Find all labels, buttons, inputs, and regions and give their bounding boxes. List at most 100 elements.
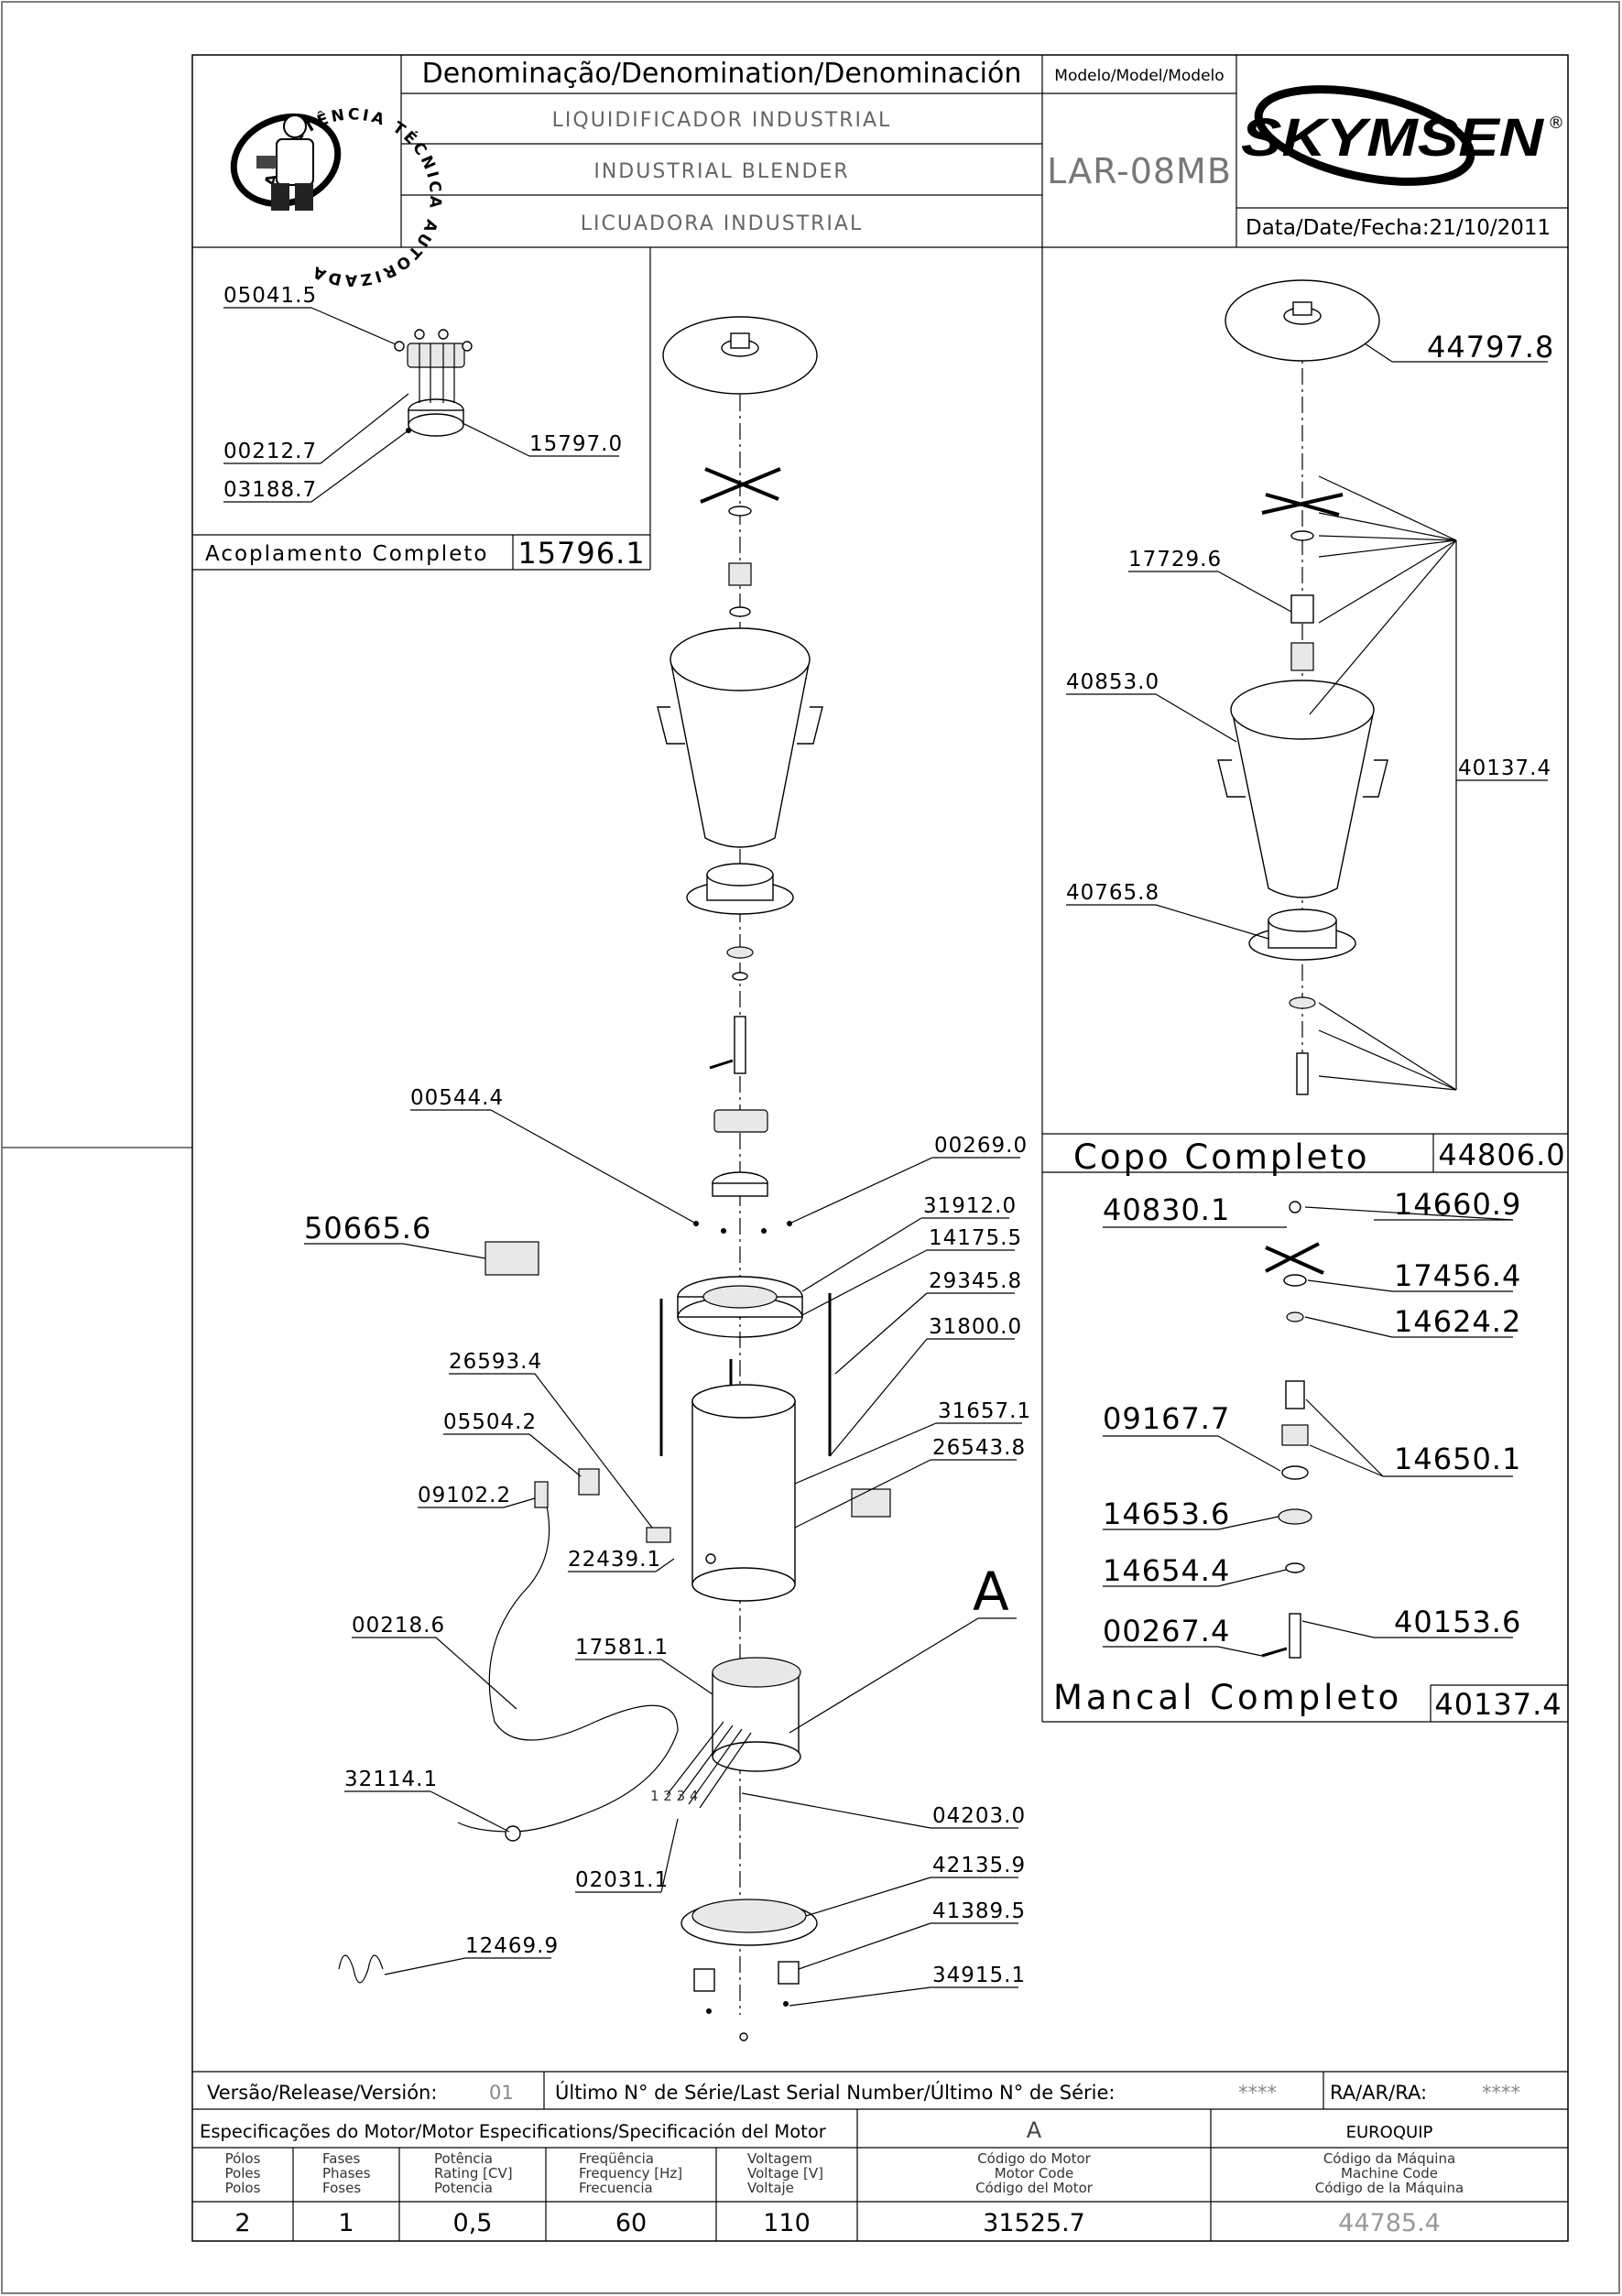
- svg-text:Código del Motor: Código del Motor: [975, 2180, 1094, 2196]
- ra-value: ****: [1482, 2082, 1520, 2104]
- svg-text:Frecuencia: Frecuencia: [579, 2180, 653, 2196]
- part-14653-6: 14653.6: [1103, 1496, 1230, 1531]
- product-name-pt: LIQUIDIFICADOR INDUSTRIAL: [552, 109, 892, 132]
- voltage-value: 110: [763, 2209, 811, 2237]
- part-41389-5: 41389.5: [932, 1899, 1026, 1923]
- serial-label: Último N° de Série/Last Serial Number/Úl…: [555, 2081, 1116, 2104]
- part-14650-1: 14650.1: [1394, 1442, 1521, 1476]
- col-motor-code: Código do Motor Motor Code Código del Mo…: [975, 2150, 1094, 2237]
- main-callouts: 00544.4 00269.0 31912.0 14175.5 50665.6 …: [304, 1086, 1031, 2007]
- coupling-title: Acoplamento Completo: [205, 542, 488, 566]
- svg-text:Motor Code: Motor Code: [995, 2165, 1074, 2182]
- svg-text:Código da Máquina: Código da Máquina: [1323, 2150, 1455, 2167]
- part-14660-9: 14660.9: [1394, 1187, 1521, 1222]
- part-17729-6: 17729.6: [1128, 548, 1222, 571]
- version-label: Versão/Release/Versión:: [207, 2082, 437, 2104]
- svg-text:Potencia: Potencia: [434, 2180, 493, 2196]
- date-value: 21/10/2011: [1430, 216, 1551, 240]
- part-17581-1: 17581.1: [575, 1636, 669, 1659]
- date-field: Data/Date/Fecha:21/10/2011: [1246, 216, 1551, 240]
- svg-text:Frequency [Hz]: Frequency [Hz]: [579, 2165, 682, 2182]
- svg-text:Poles: Poles: [225, 2165, 261, 2182]
- svg-text:Phases: Phases: [322, 2165, 371, 2182]
- cup-code: 44806.0: [1438, 1137, 1565, 1172]
- motor-spec-label: Especificações do Motor/Motor Especifica…: [200, 2121, 827, 2142]
- part-44797-8: 44797.8: [1427, 330, 1554, 365]
- title-block: Denominação/Denomination/Denominación LI…: [192, 55, 1568, 248]
- bearing-code: 40137.4: [1434, 1687, 1562, 1722]
- svg-text:Pólos: Pólos: [225, 2150, 261, 2167]
- part-40137-4-ref: 40137.4: [1458, 756, 1551, 780]
- part-34915-1: 34915.1: [932, 1964, 1026, 1987]
- product-name-es: LICUADORA INDUSTRIAL: [581, 212, 863, 235]
- part-04203-0: 04203.0: [932, 1804, 1026, 1828]
- part-40153-6: 40153.6: [1394, 1605, 1521, 1639]
- part-14175-5: 14175.5: [929, 1226, 1022, 1250]
- coupling-code: 15796.1: [517, 536, 645, 571]
- cup-drawing: [1217, 279, 1388, 1095]
- svg-text:Código de la Máquina: Código de la Máquina: [1315, 2180, 1464, 2196]
- bearing-subassembly: Mancal Completo 40137.4 40830.1 14660.9 …: [1042, 1187, 1568, 1723]
- denomination-label: Denominação/Denomination/Denominación: [422, 58, 1022, 90]
- part-31912-0: 31912.0: [923, 1194, 1017, 1218]
- part-32114-1: 32114.1: [344, 1768, 438, 1791]
- part-00212-7: 00212.7: [223, 440, 317, 463]
- phases-value: 1: [338, 2209, 354, 2237]
- coupling-subassembly: Acoplamento Completo 15796.1 05041.5 002…: [192, 247, 651, 571]
- ra-label: RA/AR/RA:: [1330, 2082, 1427, 2104]
- registered-mark: ®: [1548, 114, 1564, 133]
- authorized-service-seal: ASSISTÊNCIA TÉCNICA AUTORIZADA: [230, 105, 441, 289]
- part-05504-2: 05504.2: [443, 1410, 537, 1434]
- cup-title: Copo Completo: [1073, 1137, 1370, 1177]
- svg-text:Polos: Polos: [225, 2180, 261, 2196]
- motor-code-value: 31525.7: [983, 2209, 1085, 2237]
- bearing-title: Mancal Completo: [1053, 1678, 1402, 1717]
- svg-text:Código do Motor: Código do Motor: [977, 2150, 1091, 2167]
- motor-callout-a: A: [973, 1561, 1009, 1623]
- bearing-drawing: [1261, 1201, 1324, 1659]
- specification-table: Versão/Release/Versión: 01 Último N° de …: [192, 2071, 1568, 2241]
- svg-text:Voltage [V]: Voltage [V]: [747, 2165, 823, 2182]
- motor-letter: A: [1027, 2117, 1042, 2143]
- main-exploded-view: 1 2 3 4: [338, 316, 891, 2041]
- part-12469-9: 12469.9: [465, 1934, 559, 1958]
- product-name-en: INDUSTRIAL BLENDER: [593, 160, 849, 183]
- part-50665-6: 50665.6: [304, 1211, 431, 1246]
- manufacturer: EUROQUIP: [1346, 2123, 1433, 2142]
- svg-text:Machine Code: Machine Code: [1341, 2165, 1438, 2182]
- version-value: 01: [489, 2082, 514, 2104]
- brand-name: SKYMSEN: [1241, 108, 1544, 168]
- col-frequency: Freqüência Frequency [Hz] Frecuencia 60: [579, 2150, 682, 2237]
- part-00218-6: 00218.6: [352, 1614, 445, 1638]
- model-label: Modelo/Model/Modelo: [1054, 67, 1224, 85]
- part-02031-1: 02031.1: [575, 1868, 669, 1892]
- cup-subassembly: Copo Completo 44806.0 44797.8 17729.6 4: [1041, 247, 1568, 1722]
- coupling-drawing: [394, 329, 473, 437]
- col-rating: Potência Rating [CV] Potencia 0,5: [434, 2150, 513, 2237]
- part-42135-9: 42135.9: [932, 1854, 1026, 1877]
- part-00544-4: 00544.4: [410, 1086, 504, 1110]
- col-voltage: Voltagem Voltage [V] Voltaje 110: [747, 2150, 823, 2237]
- date-label: Data/Date/Fecha:: [1246, 216, 1430, 240]
- svg-text:Potência: Potência: [434, 2150, 493, 2167]
- part-09167-7: 09167.7: [1103, 1401, 1230, 1436]
- part-03188-7: 03188.7: [223, 478, 317, 502]
- svg-text:Foses: Foses: [322, 2180, 361, 2196]
- drawing-frame: [191, 54, 1569, 2242]
- svg-text:Freqüência: Freqüência: [579, 2150, 654, 2167]
- part-26593-4: 26593.4: [449, 1350, 542, 1374]
- part-40830-1: 40830.1: [1103, 1192, 1230, 1227]
- wire-numbers: 1 2 3 4: [650, 1788, 698, 1804]
- model-number: LAR-08MB: [1047, 151, 1232, 191]
- col-phases: Fases Phases Foses 1: [322, 2150, 371, 2237]
- part-26543-8: 26543.8: [932, 1436, 1026, 1460]
- poles-value: 2: [234, 2209, 250, 2237]
- svg-text:Fases: Fases: [322, 2150, 360, 2167]
- svg-text:Rating [CV]: Rating [CV]: [434, 2165, 513, 2182]
- part-31657-1: 31657.1: [938, 1399, 1031, 1423]
- col-poles: Pólos Poles Polos 2: [225, 2150, 261, 2237]
- serial-value: ****: [1238, 2082, 1277, 2104]
- svg-text:Voltagem: Voltagem: [747, 2150, 812, 2167]
- part-31800-0: 31800.0: [929, 1315, 1022, 1339]
- part-29345-8: 29345.8: [929, 1269, 1022, 1293]
